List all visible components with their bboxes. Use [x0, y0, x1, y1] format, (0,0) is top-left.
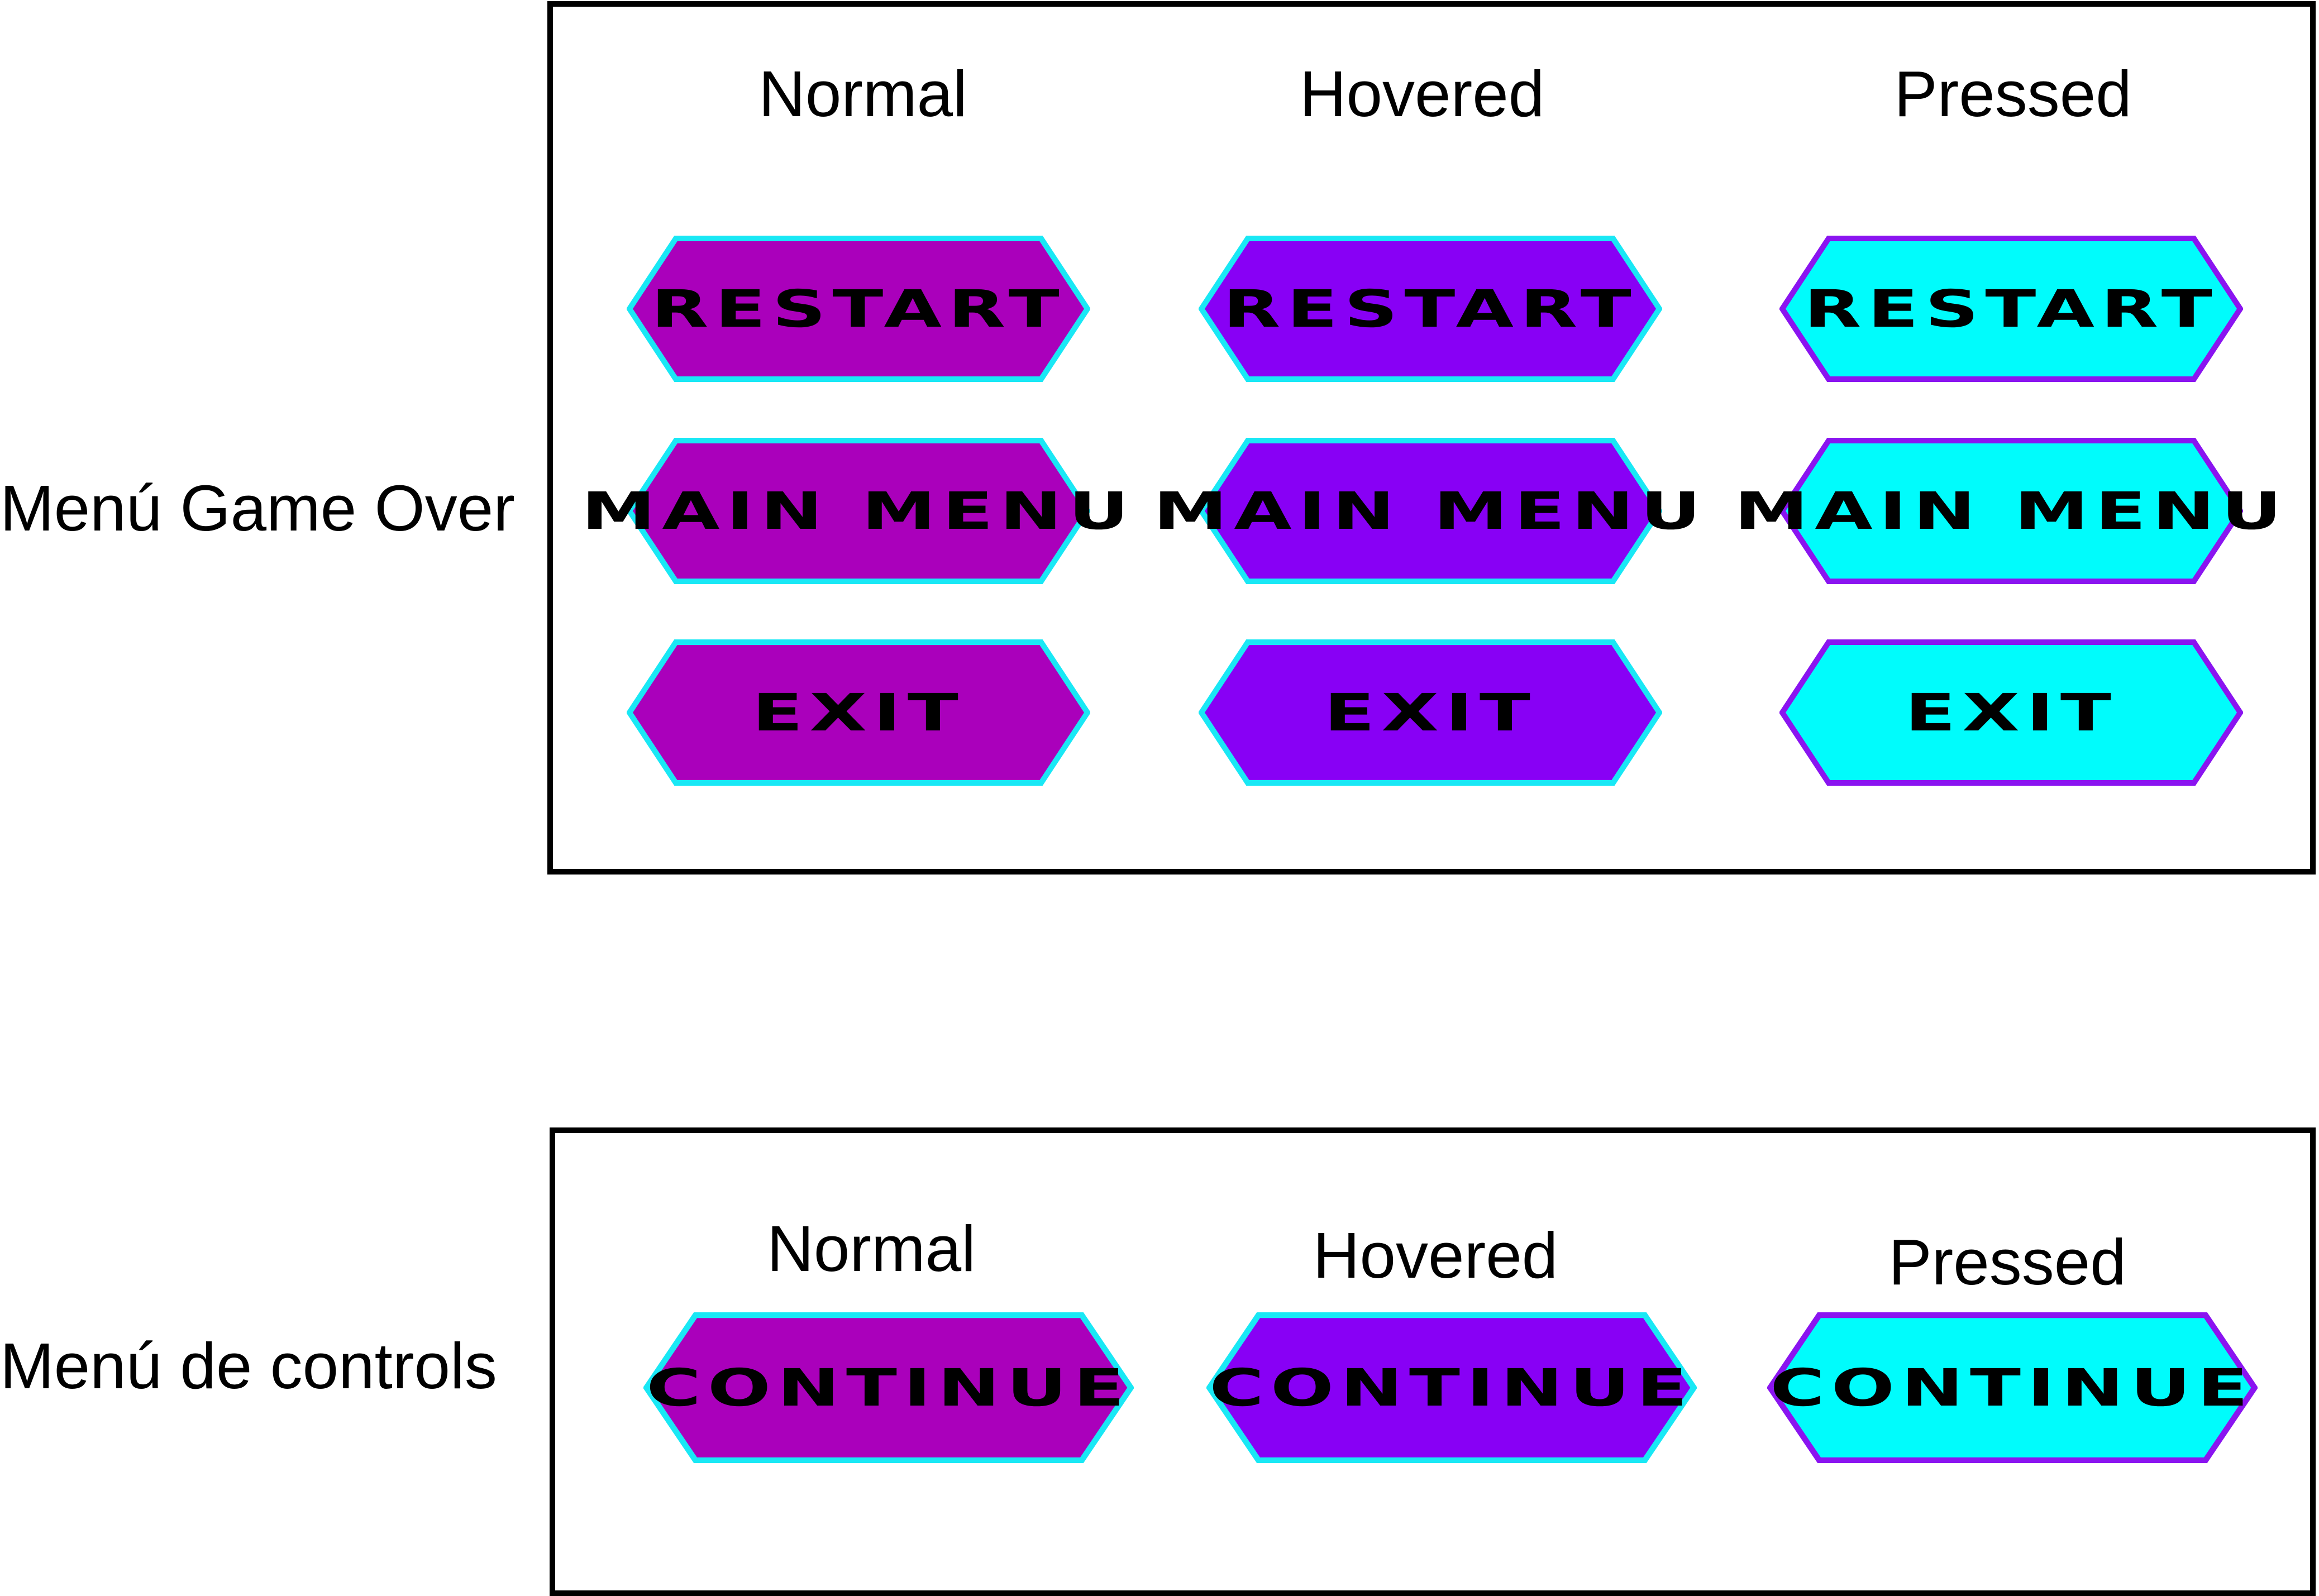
hexagon-button-shape [1199, 438, 1662, 584]
continue-button-pressed[interactable]: CONTINUE [1767, 1312, 2258, 1463]
hexagon-button-shape [643, 1312, 1134, 1463]
hexagon-button-shape [627, 236, 1090, 382]
state-header-pressed: Pressed [1888, 1226, 2126, 1298]
restart-label: RESTART [1803, 279, 2219, 339]
state-header-pressed: Pressed [1894, 58, 2132, 130]
exit-label: EXIT [752, 682, 965, 743]
continue-label: CONTINUE [1770, 1358, 2255, 1418]
continue-button-normal[interactable]: CONTINUE [643, 1312, 1134, 1463]
state-header-normal: Normal [767, 1212, 976, 1285]
controls-menu-label: Menú de controls [0, 1330, 497, 1402]
state-header-normal: Normal [758, 58, 967, 130]
game-over-menu-label: Menú Game Over [0, 472, 515, 544]
main-menu-button-normal[interactable]: MAIN MENU [581, 438, 1129, 584]
restart-button-hovered[interactable]: RESTART [1199, 236, 1662, 382]
state-header-hovered: Hovered [1313, 1219, 1558, 1292]
main-menu-label: MAIN MENU [581, 481, 1135, 541]
exit-label: EXIT [1324, 682, 1537, 743]
restart-label: RESTART [651, 279, 1066, 339]
hexagon-button-shape [1767, 1312, 2258, 1463]
hexagon-button-shape [627, 438, 1090, 584]
main-menu-button-pressed[interactable]: MAIN MENU [1734, 438, 2282, 584]
hexagon-button-shape [1206, 1312, 1697, 1463]
continue-label: CONTINUE [646, 1358, 1131, 1418]
exit-label: EXIT [1905, 682, 2118, 743]
main-menu-button-hovered[interactable]: MAIN MENU [1153, 438, 1701, 584]
exit-button-normal[interactable]: EXIT [627, 639, 1090, 786]
exit-button-pressed[interactable]: EXIT [1779, 639, 2243, 786]
hexagon-button-shape [627, 639, 1090, 786]
exit-button-hovered[interactable]: EXIT [1199, 639, 1662, 786]
hexagon-button-shape [1779, 236, 2243, 382]
hexagon-button-shape [1779, 438, 2243, 584]
continue-button-hovered[interactable]: CONTINUE [1206, 1312, 1697, 1463]
restart-button-pressed[interactable]: RESTART [1779, 236, 2243, 382]
hexagon-button-shape [1199, 639, 1662, 786]
restart-button-normal[interactable]: RESTART [627, 236, 1090, 382]
state-header-hovered: Hovered [1299, 58, 1545, 130]
hexagon-button-shape [1199, 236, 1662, 382]
main-menu-label: MAIN MENU [1734, 481, 2288, 541]
continue-label: CONTINUE [1209, 1358, 1694, 1418]
hexagon-button-shape [1779, 639, 2243, 786]
main-menu-label: MAIN MENU [1153, 481, 1707, 541]
restart-label: RESTART [1223, 279, 1638, 339]
